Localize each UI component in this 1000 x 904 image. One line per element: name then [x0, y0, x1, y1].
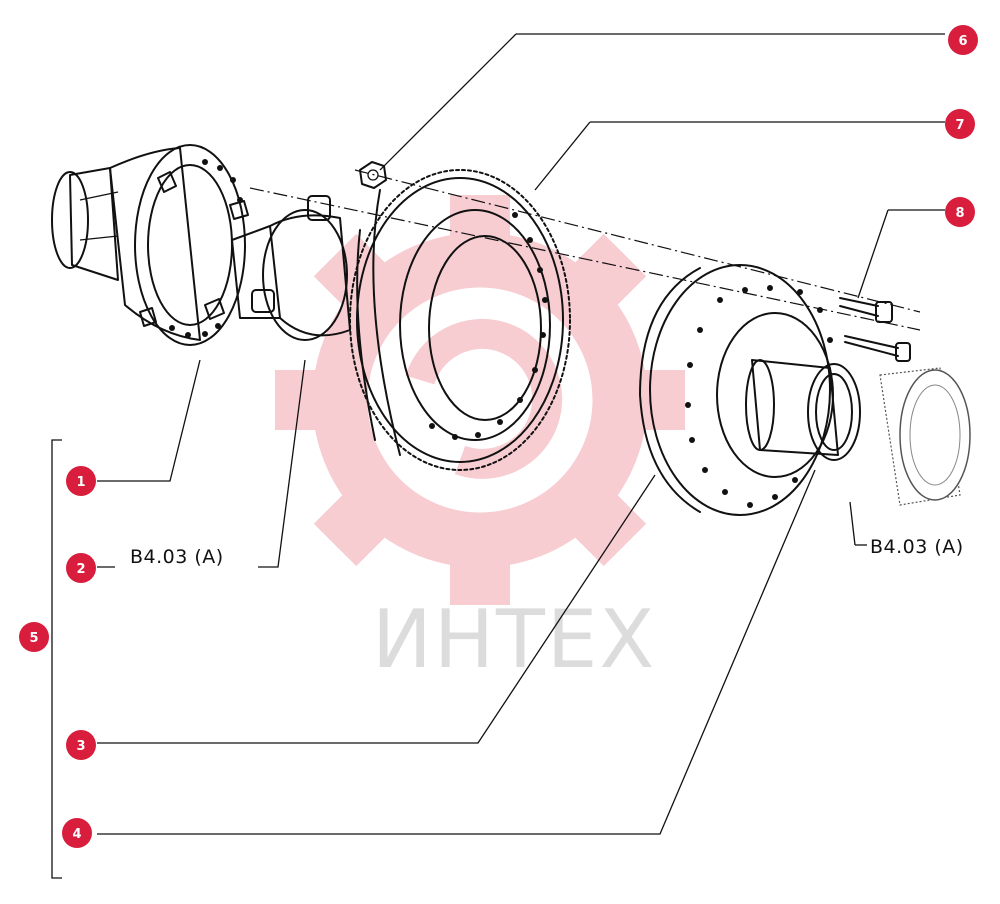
- svg-text:2: 2: [76, 562, 85, 577]
- callout-8: 8: [945, 197, 975, 227]
- differential-case-half: [51, 144, 249, 346]
- watermark-text: ИНТЕХ: [372, 593, 656, 686]
- callout-7: 7: [945, 109, 975, 139]
- svg-text:4: 4: [72, 827, 81, 842]
- callout-4: 4: [62, 818, 92, 848]
- callouts: 6 7 8 1 2 5 3 4: [19, 25, 978, 848]
- svg-text:7: 7: [955, 118, 964, 133]
- case-cover-flange: [639, 264, 834, 516]
- nut: [359, 161, 387, 189]
- watermark-logo: [275, 195, 685, 605]
- spider-gear-housing: [231, 195, 351, 341]
- hub-sleeve: [745, 359, 861, 461]
- case-bolt-holes: [169, 159, 243, 338]
- bolts: [839, 297, 911, 362]
- callout-3: 3: [66, 730, 96, 760]
- reference-label-left: B4.03 (A): [130, 546, 224, 568]
- svg-text:8: 8: [955, 206, 964, 221]
- leader-lines: [51, 33, 945, 879]
- reference-label-right: B4.03 (A): [870, 536, 964, 558]
- bearing: [879, 367, 971, 506]
- callout-2: 2: [66, 553, 96, 583]
- flange-bolt-holes: [685, 285, 833, 508]
- svg-text:3: 3: [76, 739, 85, 754]
- svg-text:1: 1: [76, 475, 85, 490]
- svg-text:6: 6: [958, 34, 967, 49]
- callout-5: 5: [19, 622, 49, 652]
- svg-text:5: 5: [29, 631, 38, 646]
- callout-6: 6: [948, 25, 978, 55]
- ring-gear: [349, 169, 571, 471]
- callout-1: 1: [66, 466, 96, 496]
- ring-gear-bolt-holes: [429, 212, 548, 440]
- assembly-axis-lines: [249, 169, 921, 331]
